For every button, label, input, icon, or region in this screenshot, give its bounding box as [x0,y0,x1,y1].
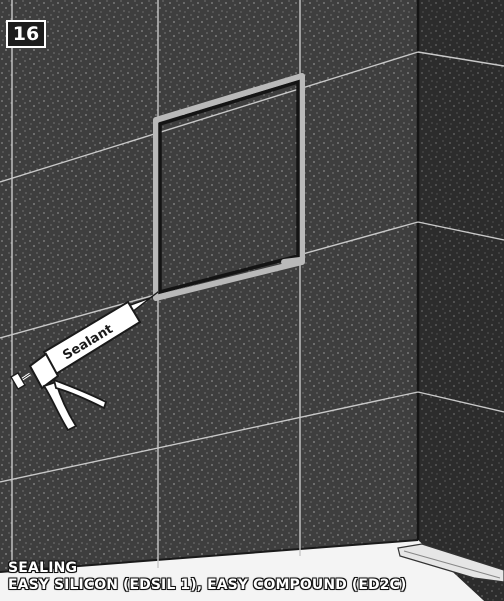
caption: SEALING EASY SILICON (EDSIL 1), EASY COM… [8,560,406,594]
step-number-badge: 16 [6,20,46,48]
side-wall-texture [418,0,504,601]
caption-products: EASY SILICON (EDSIL 1), EASY COMPOUND (E… [8,577,406,594]
sealant-bead-end [284,260,300,262]
back-wall-texture [0,0,430,601]
caption-title: SEALING [8,560,406,577]
